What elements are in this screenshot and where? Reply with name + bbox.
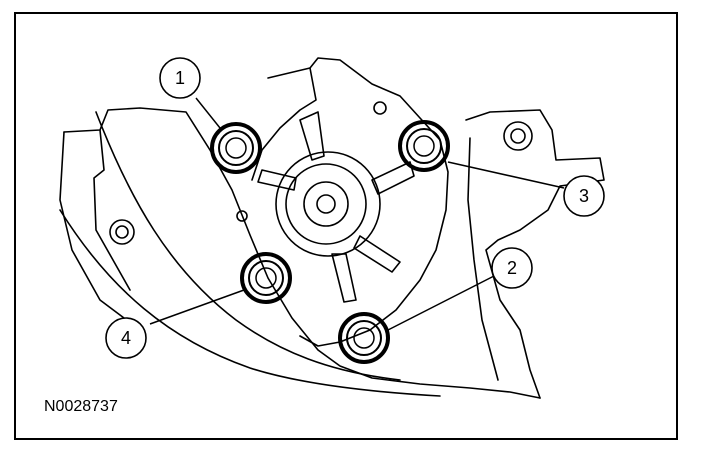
callout-circle-2 [491,247,533,289]
callout-circle-3 [563,175,605,217]
leader-line-3 [447,161,565,189]
hub-center [316,194,336,214]
hub-mid [285,163,367,245]
right-bolt-inner [510,128,526,144]
spoke-lower-right [353,235,401,273]
callout-label-3: 3 [579,186,589,206]
housing-curve-outer [59,209,441,397]
spoke-bottom [331,253,357,303]
leader-line-4 [149,289,245,325]
right-block-inner [467,137,499,381]
small-hole-left [236,210,248,222]
callout-label-4: 4 [121,328,131,348]
callout-label-1: 1 [175,68,185,88]
leader-line-1 [195,97,221,129]
housing-edge-lower [59,131,141,331]
spoke-top [299,111,325,161]
housing-step [93,129,131,291]
callout-label-2: 2 [507,258,517,278]
top-small-hole [373,101,387,115]
hub-ring [303,181,349,227]
hub-outer [275,151,381,257]
spoke-left [257,169,297,191]
left-boss-inner [115,225,129,239]
spoke-right [371,161,415,195]
top-casting [267,57,449,347]
housing-outline-left [63,107,541,399]
bolt-4 [240,252,292,304]
bolt-2 [338,312,390,364]
bolt-1 [210,122,262,174]
left-boss-outer [109,219,135,245]
figure-id: N0028737 [44,398,118,415]
callout-circle-1 [159,57,201,99]
leader-line-2 [387,275,495,331]
bolt-3 [398,120,450,172]
right-bolt-outer [503,121,533,151]
top-rib [251,67,317,181]
housing-curve-inner [95,111,401,381]
diagram-frame [14,12,678,440]
right-block [465,109,605,399]
callout-circle-4 [105,317,147,359]
